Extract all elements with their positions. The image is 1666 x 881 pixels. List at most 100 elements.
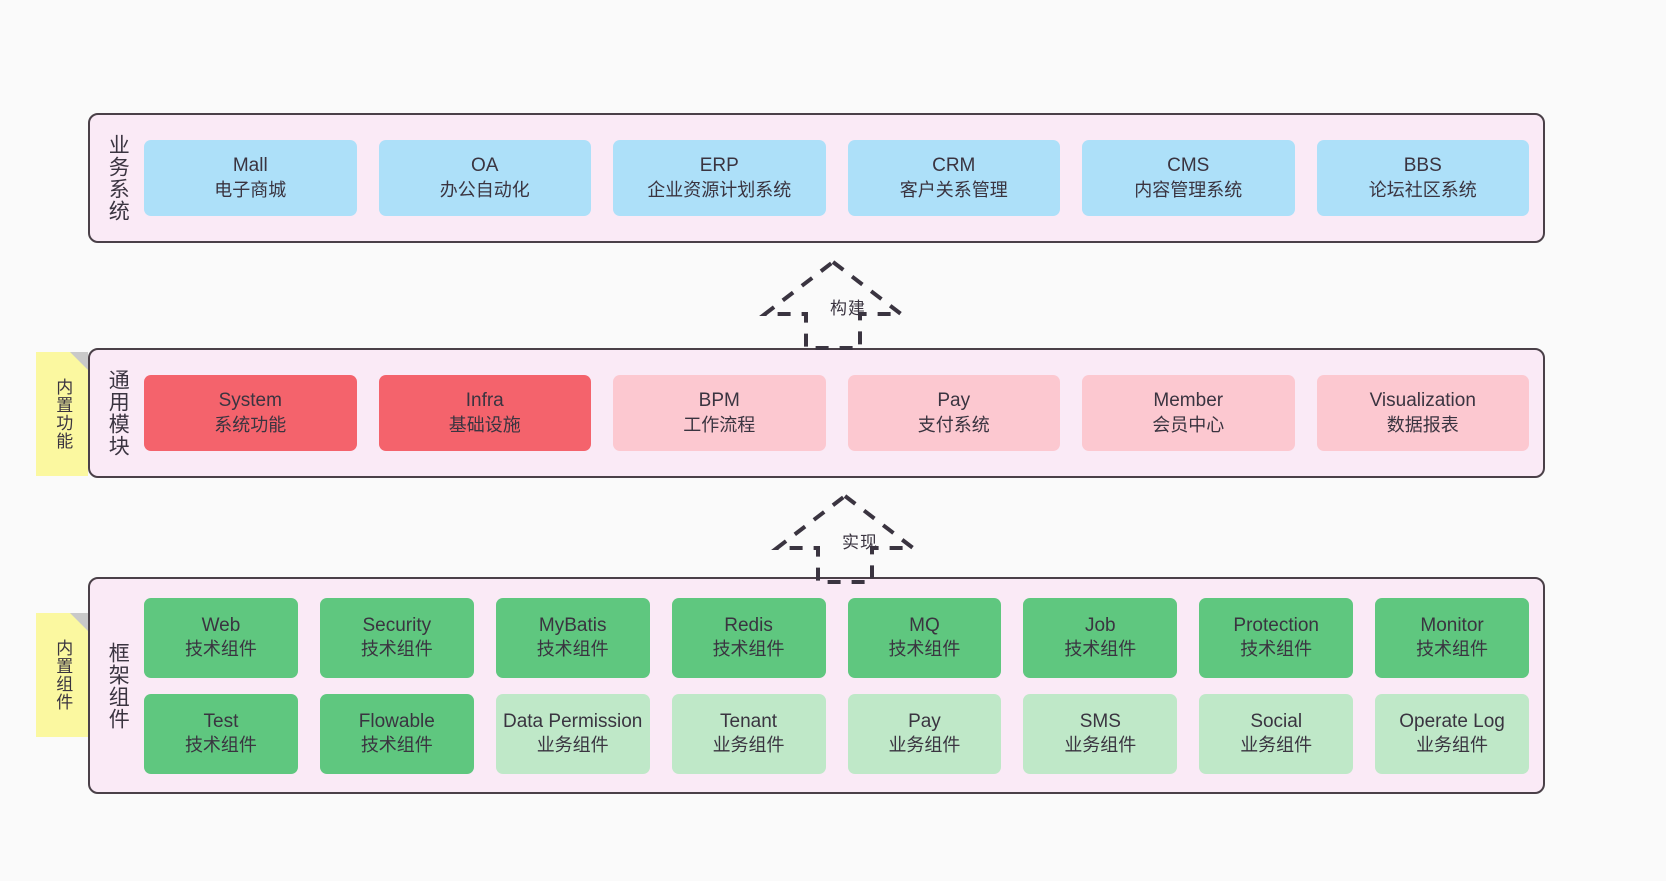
card-title-en: System [218, 390, 282, 412]
card-title-cn: 内容管理系统 [1134, 179, 1243, 200]
card-title-cn: 技术组件 [184, 735, 257, 756]
note-fold-corner-icon [70, 352, 88, 370]
card-title-cn: 技术组件 [888, 639, 961, 660]
card-title-cn: 技术组件 [184, 639, 257, 660]
card-title-en: Job [1084, 614, 1116, 636]
card-title-en: Protection [1233, 614, 1319, 636]
relation-arrow-implement: 实现 [770, 492, 920, 584]
card-bpm[interactable]: BPM 工作流程 [613, 375, 826, 451]
card-bbs[interactable]: BBS 论坛社区系统 [1316, 140, 1529, 216]
card-title-cn: 技术组件 [1416, 639, 1489, 660]
card-title-en: Mall [232, 155, 268, 177]
card-job[interactable]: Job 技术组件 [1023, 597, 1178, 678]
card-title-en: Infra [465, 390, 504, 412]
card-mybatis[interactable]: MyBatis 技术组件 [495, 597, 650, 678]
card-title-en: CMS [1167, 155, 1210, 177]
card-title-cn: 技术组件 [712, 639, 785, 660]
card-visualization[interactable]: Visualization 数据报表 [1316, 375, 1529, 451]
card-title-en: Member [1153, 390, 1224, 412]
card-title-en: Pay [937, 390, 971, 412]
card-test[interactable]: Test 技术组件 [144, 693, 298, 774]
card-title-en: Visualization [1369, 390, 1476, 412]
note-fold-corner-icon [70, 613, 88, 631]
card-title-en: ERP [699, 155, 739, 177]
card-title-cn: 客户关系管理 [899, 179, 1008, 200]
card-title-en: SMS [1079, 710, 1121, 732]
card-mall[interactable]: Mall 电子商城 [144, 140, 357, 216]
card-title-cn: 会员中心 [1152, 414, 1225, 435]
card-row: System 系统功能 Infra 基础设施 BPM 工作流程 Pay 支付系统… [144, 375, 1529, 451]
card-erp[interactable]: ERP 企业资源计划系统 [613, 140, 826, 216]
card-title-cn: 电子商城 [214, 179, 287, 200]
card-title-cn: 办公自动化 [439, 179, 530, 200]
card-infra[interactable]: Infra 基础设施 [378, 375, 591, 451]
card-title-en: BPM [698, 390, 740, 412]
card-title-cn: 企业资源计划系统 [647, 179, 792, 200]
card-mq[interactable]: MQ 技术组件 [847, 597, 1002, 678]
card-title-en: Flowable [358, 710, 435, 732]
card-title-cn: 技术组件 [360, 735, 433, 756]
card-system[interactable]: System 系统功能 [144, 375, 357, 451]
card-title-cn: 数据报表 [1386, 414, 1459, 435]
card-title-en: MQ [909, 614, 940, 636]
card-title-en: Social [1250, 710, 1303, 732]
card-title-cn: 论坛社区系统 [1368, 179, 1477, 200]
card-monitor[interactable]: Monitor 技术组件 [1375, 597, 1529, 678]
card-title-cn: 技术组件 [360, 639, 433, 660]
card-title-cn: 业务组件 [1416, 735, 1489, 756]
card-title-en: Operate Log [1399, 710, 1505, 732]
layer-title-framework-components: 框架组件 [106, 641, 130, 730]
card-title-cn: 业务组件 [536, 735, 609, 756]
card-operate-log[interactable]: Operate Log 业务组件 [1375, 693, 1529, 774]
card-title-cn: 工作流程 [683, 414, 756, 435]
card-protection[interactable]: Protection 技术组件 [1199, 597, 1354, 678]
card-title-cn: 业务组件 [712, 735, 785, 756]
card-title-en: Redis [724, 614, 773, 636]
card-web[interactable]: Web 技术组件 [144, 597, 298, 678]
card-title-cn: 支付系统 [917, 414, 990, 435]
card-title-en: Security [362, 614, 432, 636]
card-redis[interactable]: Redis 技术组件 [671, 597, 826, 678]
layer-body-common-modules: System 系统功能 Infra 基础设施 BPM 工作流程 Pay 支付系统… [144, 350, 1543, 476]
layer-common-modules: 通用模块 System 系统功能 Infra 基础设施 BPM 工作流程 Pay… [88, 348, 1545, 478]
card-pay[interactable]: Pay 支付系统 [847, 375, 1060, 451]
card-member[interactable]: Member 会员中心 [1082, 375, 1295, 451]
sticky-note-label: 内置功能 [53, 378, 73, 450]
card-title-en: Monitor [1420, 614, 1484, 636]
card-title-cn: 业务组件 [1240, 735, 1313, 756]
card-title-en: MyBatis [538, 614, 607, 636]
arrow-label-implement: 实现 [842, 533, 878, 552]
card-social[interactable]: Social 业务组件 [1199, 693, 1354, 774]
card-title-en: Test [203, 710, 239, 732]
sticky-note-label: 内置组件 [53, 639, 73, 711]
card-title-en: Data Permission [502, 710, 643, 732]
card-title-en: CRM [932, 155, 976, 177]
card-pay-business[interactable]: Pay 业务组件 [847, 693, 1002, 774]
card-crm[interactable]: CRM 客户关系管理 [847, 140, 1060, 216]
card-cms[interactable]: CMS 内容管理系统 [1082, 140, 1295, 216]
card-title-cn: 基础设施 [448, 414, 521, 435]
card-security[interactable]: Security 技术组件 [319, 597, 474, 678]
layer-body-business-systems: Mall 电子商城 OA 办公自动化 ERP 企业资源计划系统 CRM 客户关系… [144, 115, 1543, 241]
card-title-cn: 技术组件 [1064, 639, 1137, 660]
layer-framework-components: 框架组件 Web 技术组件 Security 技术组件 MyBatis 技术组件… [88, 577, 1545, 794]
card-title-en: Web [201, 614, 241, 636]
card-flowable[interactable]: Flowable 技术组件 [319, 693, 474, 774]
card-title-cn: 技术组件 [1240, 639, 1313, 660]
card-row: Test 技术组件 Flowable 技术组件 Data Permission … [144, 693, 1529, 774]
relation-arrow-build: 构建 [758, 258, 908, 350]
card-title-cn: 技术组件 [536, 639, 609, 660]
card-title-cn: 系统功能 [214, 414, 287, 435]
card-title-en: OA [471, 155, 499, 177]
card-title-cn: 业务组件 [1064, 735, 1137, 756]
card-data-permission[interactable]: Data Permission 业务组件 [495, 693, 650, 774]
layer-body-framework-components: Web 技术组件 Security 技术组件 MyBatis 技术组件 Redi… [144, 579, 1543, 792]
layer-title-common-modules: 通用模块 [106, 369, 130, 457]
card-title-en: Pay [908, 710, 941, 732]
card-oa[interactable]: OA 办公自动化 [378, 140, 591, 216]
card-title-cn: 业务组件 [888, 735, 961, 756]
card-row: Web 技术组件 Security 技术组件 MyBatis 技术组件 Redi… [144, 597, 1529, 678]
card-title-en: Tenant [720, 710, 778, 732]
card-sms[interactable]: SMS 业务组件 [1023, 693, 1178, 774]
card-tenant[interactable]: Tenant 业务组件 [671, 693, 826, 774]
